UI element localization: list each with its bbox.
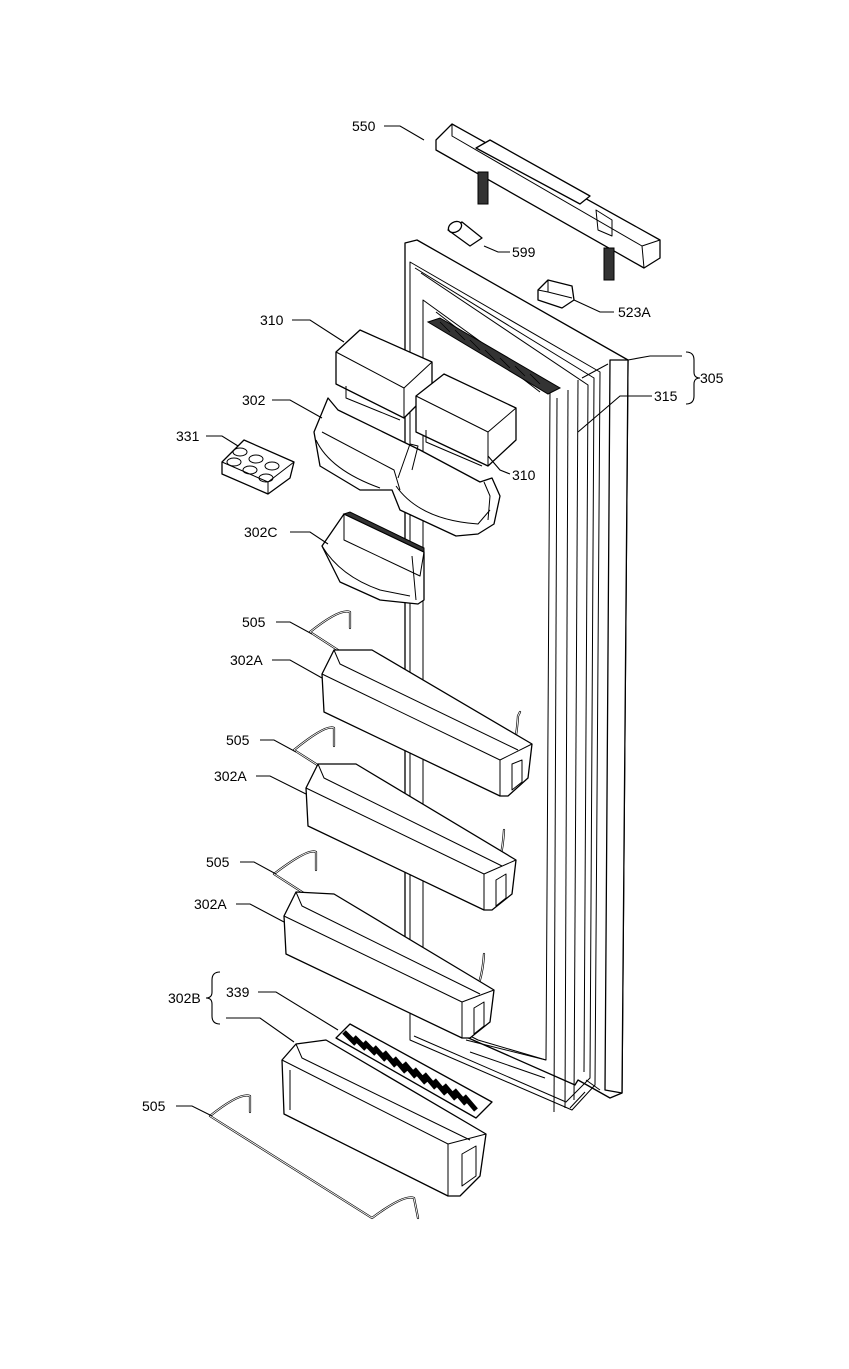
leader-523a xyxy=(573,299,614,313)
leader-lines xyxy=(176,125,682,1117)
label-315: 315 xyxy=(654,388,678,404)
part-labels: 550 599 523A 310 305 315 302 331 310 302… xyxy=(142,118,724,1114)
leader-505-1 xyxy=(276,621,313,635)
label-302a-3: 302A xyxy=(194,896,227,912)
leader-302a-1 xyxy=(272,659,323,679)
leader-505-2 xyxy=(260,739,297,753)
label-302b: 302B xyxy=(168,990,201,1006)
screw-icon xyxy=(477,171,489,205)
screw-icon xyxy=(603,247,615,281)
leader-302c xyxy=(290,531,329,545)
part-523a-block xyxy=(537,279,575,309)
leader-302 xyxy=(272,399,323,419)
leader-310-top xyxy=(292,319,345,343)
label-505-2: 505 xyxy=(226,732,250,748)
leader-599 xyxy=(483,245,510,253)
part-302a-door-shelf-2 xyxy=(305,763,517,911)
part-302b-bottom-shelf xyxy=(281,1039,487,1197)
brace-305-icon xyxy=(685,351,701,405)
leader-505-4 xyxy=(176,1105,213,1117)
label-505-4: 505 xyxy=(142,1098,166,1114)
label-339: 339 xyxy=(226,984,250,1000)
leader-305 xyxy=(627,355,682,361)
label-331: 331 xyxy=(176,428,200,444)
label-599: 599 xyxy=(512,244,536,260)
part-302a-door-shelf-3 xyxy=(283,891,495,1039)
label-505-3: 505 xyxy=(206,854,230,870)
leader-505-3 xyxy=(240,861,277,875)
part-302-dairy-shelf xyxy=(313,397,501,537)
part-599-pin xyxy=(447,220,483,247)
label-302c: 302C xyxy=(244,524,277,540)
label-305: 305 xyxy=(700,370,724,386)
part-550-top-hinge-bar xyxy=(435,123,661,281)
leader-302a-3 xyxy=(236,903,285,923)
door-gasket xyxy=(409,261,609,1113)
leader-331 xyxy=(206,435,239,447)
brace-302b-icon xyxy=(205,971,221,1025)
part-310-dairy-lid-right xyxy=(415,373,517,467)
door-side-panel xyxy=(604,359,629,1094)
label-505-1: 505 xyxy=(242,614,266,630)
label-302a-1: 302A xyxy=(230,652,263,668)
label-310-bottom: 310 xyxy=(512,467,536,483)
leader-302a-2 xyxy=(256,775,307,795)
leader-310-bottom xyxy=(487,455,511,475)
label-310-top: 310 xyxy=(260,312,284,328)
leader-315 xyxy=(577,395,652,433)
leader-550 xyxy=(384,125,425,141)
door-top-gasket-hatch xyxy=(426,317,562,395)
part-339-grille xyxy=(335,1023,493,1119)
part-302c-small-shelf xyxy=(321,511,425,605)
label-523a: 523A xyxy=(618,304,651,320)
label-302a-2: 302A xyxy=(214,768,247,784)
part-331-egg-tray xyxy=(221,439,295,495)
leader-339 xyxy=(258,991,339,1031)
label-302: 302 xyxy=(242,392,266,408)
part-505-wire-retainer-3 xyxy=(272,850,486,1002)
part-302a-door-shelf-1 xyxy=(321,649,533,797)
leader-302b xyxy=(226,1017,295,1043)
label-550: 550 xyxy=(352,118,376,134)
part-505-wire-retainer-4 xyxy=(208,1094,420,1220)
part-505-wire-retainer-2 xyxy=(292,726,506,878)
